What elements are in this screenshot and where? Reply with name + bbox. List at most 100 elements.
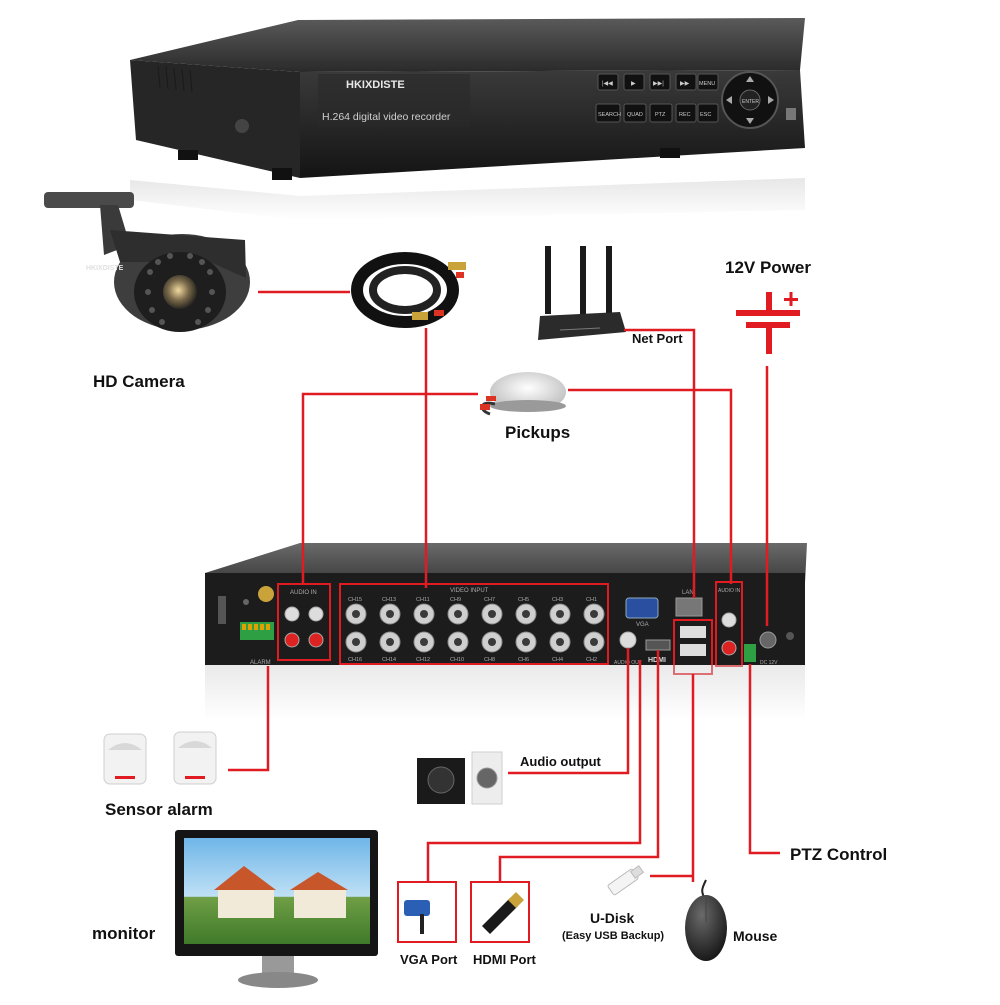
front-button-prev[interactable]: [597, 73, 619, 91]
bnc-connector-pin: [488, 610, 496, 618]
video-input-label: VIDEO INPUT: [450, 588, 489, 594]
router: [538, 246, 626, 340]
label-net-port: Net Port: [632, 331, 683, 346]
bnc-connector-pin: [352, 610, 360, 618]
front-dvr-brand: HKIXDISTE: [346, 79, 405, 91]
router-body: [538, 312, 626, 340]
wire-hdmi-to-box: [498, 650, 660, 882]
front-button-rec[interactable]: [675, 103, 697, 123]
bnc-connector-pin: [590, 638, 598, 646]
router-led-strip: [559, 327, 601, 331]
camera-mount: [44, 192, 134, 208]
bnc-connector-pin: [352, 638, 360, 646]
hdmi-port-box: [470, 881, 530, 943]
pickup-red-plug-icon: [480, 404, 490, 410]
label-u-disk: U-Disk: [590, 910, 635, 926]
label-pickups: Pickups: [505, 423, 571, 442]
pickup-red-plug-2-icon: [486, 396, 496, 401]
nav-down-icon: [746, 118, 754, 124]
bnc-channel-label: CH11: [416, 597, 430, 603]
front-button-ffwd[interactable]: [675, 73, 697, 91]
bnc-channel-label: CH6: [518, 657, 529, 663]
vga-cable-icon: [420, 914, 424, 934]
audio-in-jack-5[interactable]: [284, 606, 300, 622]
dc-power-jack[interactable]: [759, 631, 777, 649]
speaker-right-cone: [476, 767, 498, 789]
dc-plug-red-icon: [456, 272, 464, 278]
bnc-channel-label: CH8: [484, 657, 495, 663]
screen-house-wall: [218, 890, 274, 918]
front-button-next-label: ▶▶|: [653, 81, 664, 87]
wire-alarm-to-sensor: [228, 666, 270, 772]
bnc-channel-label: CH3: [552, 597, 563, 603]
front-button-ptz[interactable]: [649, 103, 673, 123]
mouse-body: [685, 895, 727, 961]
label-sensor-alarm: Sensor alarm: [105, 800, 213, 819]
audio-in-jack-4[interactable]: [308, 632, 324, 648]
wire-pickup-to-audio-in-left: [301, 392, 478, 584]
bnc-connector-pin: [556, 638, 564, 646]
front-button-search[interactable]: [595, 103, 621, 123]
rear-dvr-screw-right: [786, 632, 794, 640]
cable-coil-outer: [351, 252, 459, 328]
bnc-connector-pin: [420, 638, 428, 646]
speakers: [417, 751, 503, 805]
pir-sensor-1-lens: [108, 743, 142, 750]
bnc-connector-pin: [488, 638, 496, 646]
audio-in-right-label: AUDIO IN: [718, 588, 741, 594]
coax-cable-coil: [351, 252, 466, 328]
rs485-terminal[interactable]: [744, 644, 756, 662]
front-dvr-vent: [157, 65, 193, 93]
rear-dvr-screw-top: [243, 599, 249, 605]
hdmi-port[interactable]: [645, 639, 671, 651]
label-audio-output: Audio output: [520, 754, 601, 769]
bnc-connector-pin: [556, 610, 564, 618]
bnc-channel-label: CH1: [586, 597, 597, 603]
front-button-menu[interactable]: [697, 73, 719, 91]
vga-port[interactable]: [625, 597, 659, 619]
front-button-quad-label: QUAD: [627, 112, 643, 118]
audio-in-jack-2[interactable]: [721, 640, 737, 656]
audio-in-jack-6[interactable]: [284, 632, 300, 648]
bnc-channel-label: CH16: [348, 657, 362, 663]
hdmi-connector-icon: [482, 898, 518, 934]
mouse: [685, 879, 727, 961]
bnc-plug-2-icon: [412, 312, 428, 320]
front-button-play-label: ▶: [631, 81, 636, 87]
front-button-esc[interactable]: [697, 103, 719, 123]
label-usb-backup: (Easy USB Backup): [562, 930, 665, 942]
front-button-quad[interactable]: [623, 103, 647, 123]
wire-pickup-to-audio-in-right: [568, 388, 733, 584]
screen-house-roof: [214, 866, 276, 890]
label-monitor: monitor: [92, 924, 156, 943]
front-dvr-foot-left: [178, 150, 198, 160]
bnc-connector-pin: [522, 610, 530, 618]
bnc-channel-label: CH7: [484, 597, 495, 603]
bnc-channel-label: CH14: [382, 657, 396, 663]
lan-port[interactable]: [675, 597, 703, 617]
front-button-rec-label: REC: [679, 112, 691, 118]
audio-out-jack[interactable]: [619, 631, 637, 649]
bnc-channel-label: CH5: [518, 597, 529, 603]
wire-vga-to-monitor: [426, 660, 642, 882]
audio-in-jack-1[interactable]: [721, 612, 737, 628]
audio-in-jack-3[interactable]: [308, 606, 324, 622]
pir-sensor-2-led: [185, 776, 205, 779]
usb-port-2[interactable]: [680, 644, 706, 656]
front-button-next[interactable]: [649, 73, 671, 91]
front-button-menu-label: MENU: [699, 81, 715, 87]
audio-pickup: [480, 372, 566, 416]
bnc-plug-1-icon: [448, 262, 466, 270]
front-nav-enter[interactable]: [739, 89, 761, 111]
screen-house-roof-2: [290, 872, 348, 890]
pickup-base: [490, 400, 566, 412]
bnc-connector-pin: [386, 638, 394, 646]
cable-coil-inner: [369, 266, 441, 314]
label-hdmi-port: HDMI Port: [473, 952, 536, 967]
front-button-play[interactable]: [623, 73, 645, 91]
label-vga-port: VGA Port: [400, 952, 458, 967]
rear-dvr-screw-left: [218, 596, 226, 624]
usb-port-1[interactable]: [680, 626, 706, 638]
